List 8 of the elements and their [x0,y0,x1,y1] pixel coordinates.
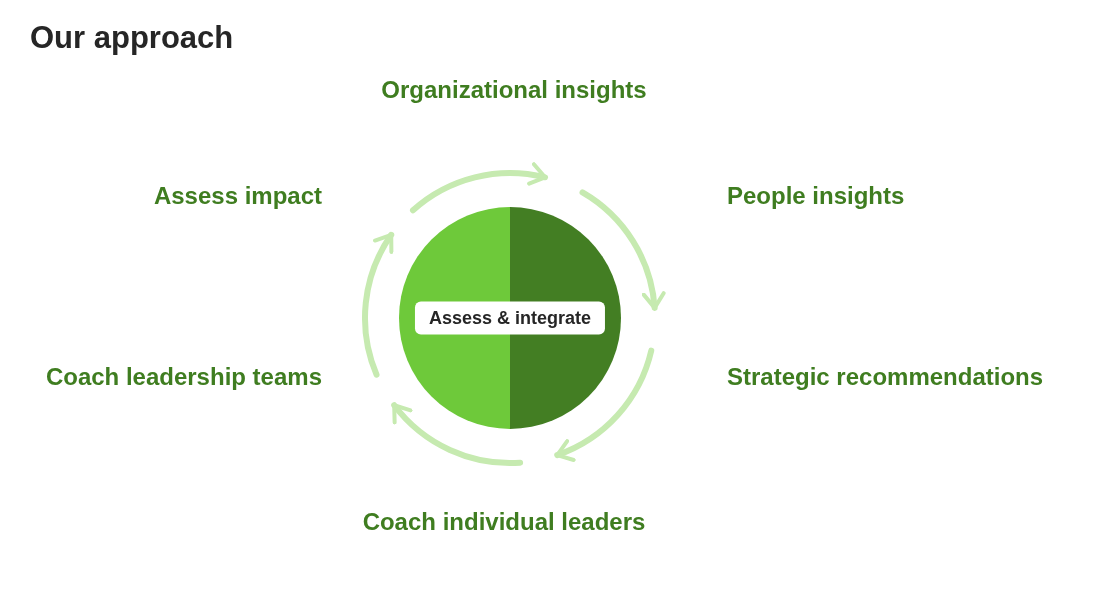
step-label: Organizational insights [381,76,647,104]
step-label: Coach leadership teams [45,363,322,391]
step-label: Strategic recommendations [727,363,1044,391]
step-label: Coach individual leaders [362,508,646,536]
node-label: Assess & integrate [414,301,606,335]
step-label: People insights [727,182,905,210]
title: Our approach [30,20,234,56]
step-label: Assess impact [153,182,322,210]
